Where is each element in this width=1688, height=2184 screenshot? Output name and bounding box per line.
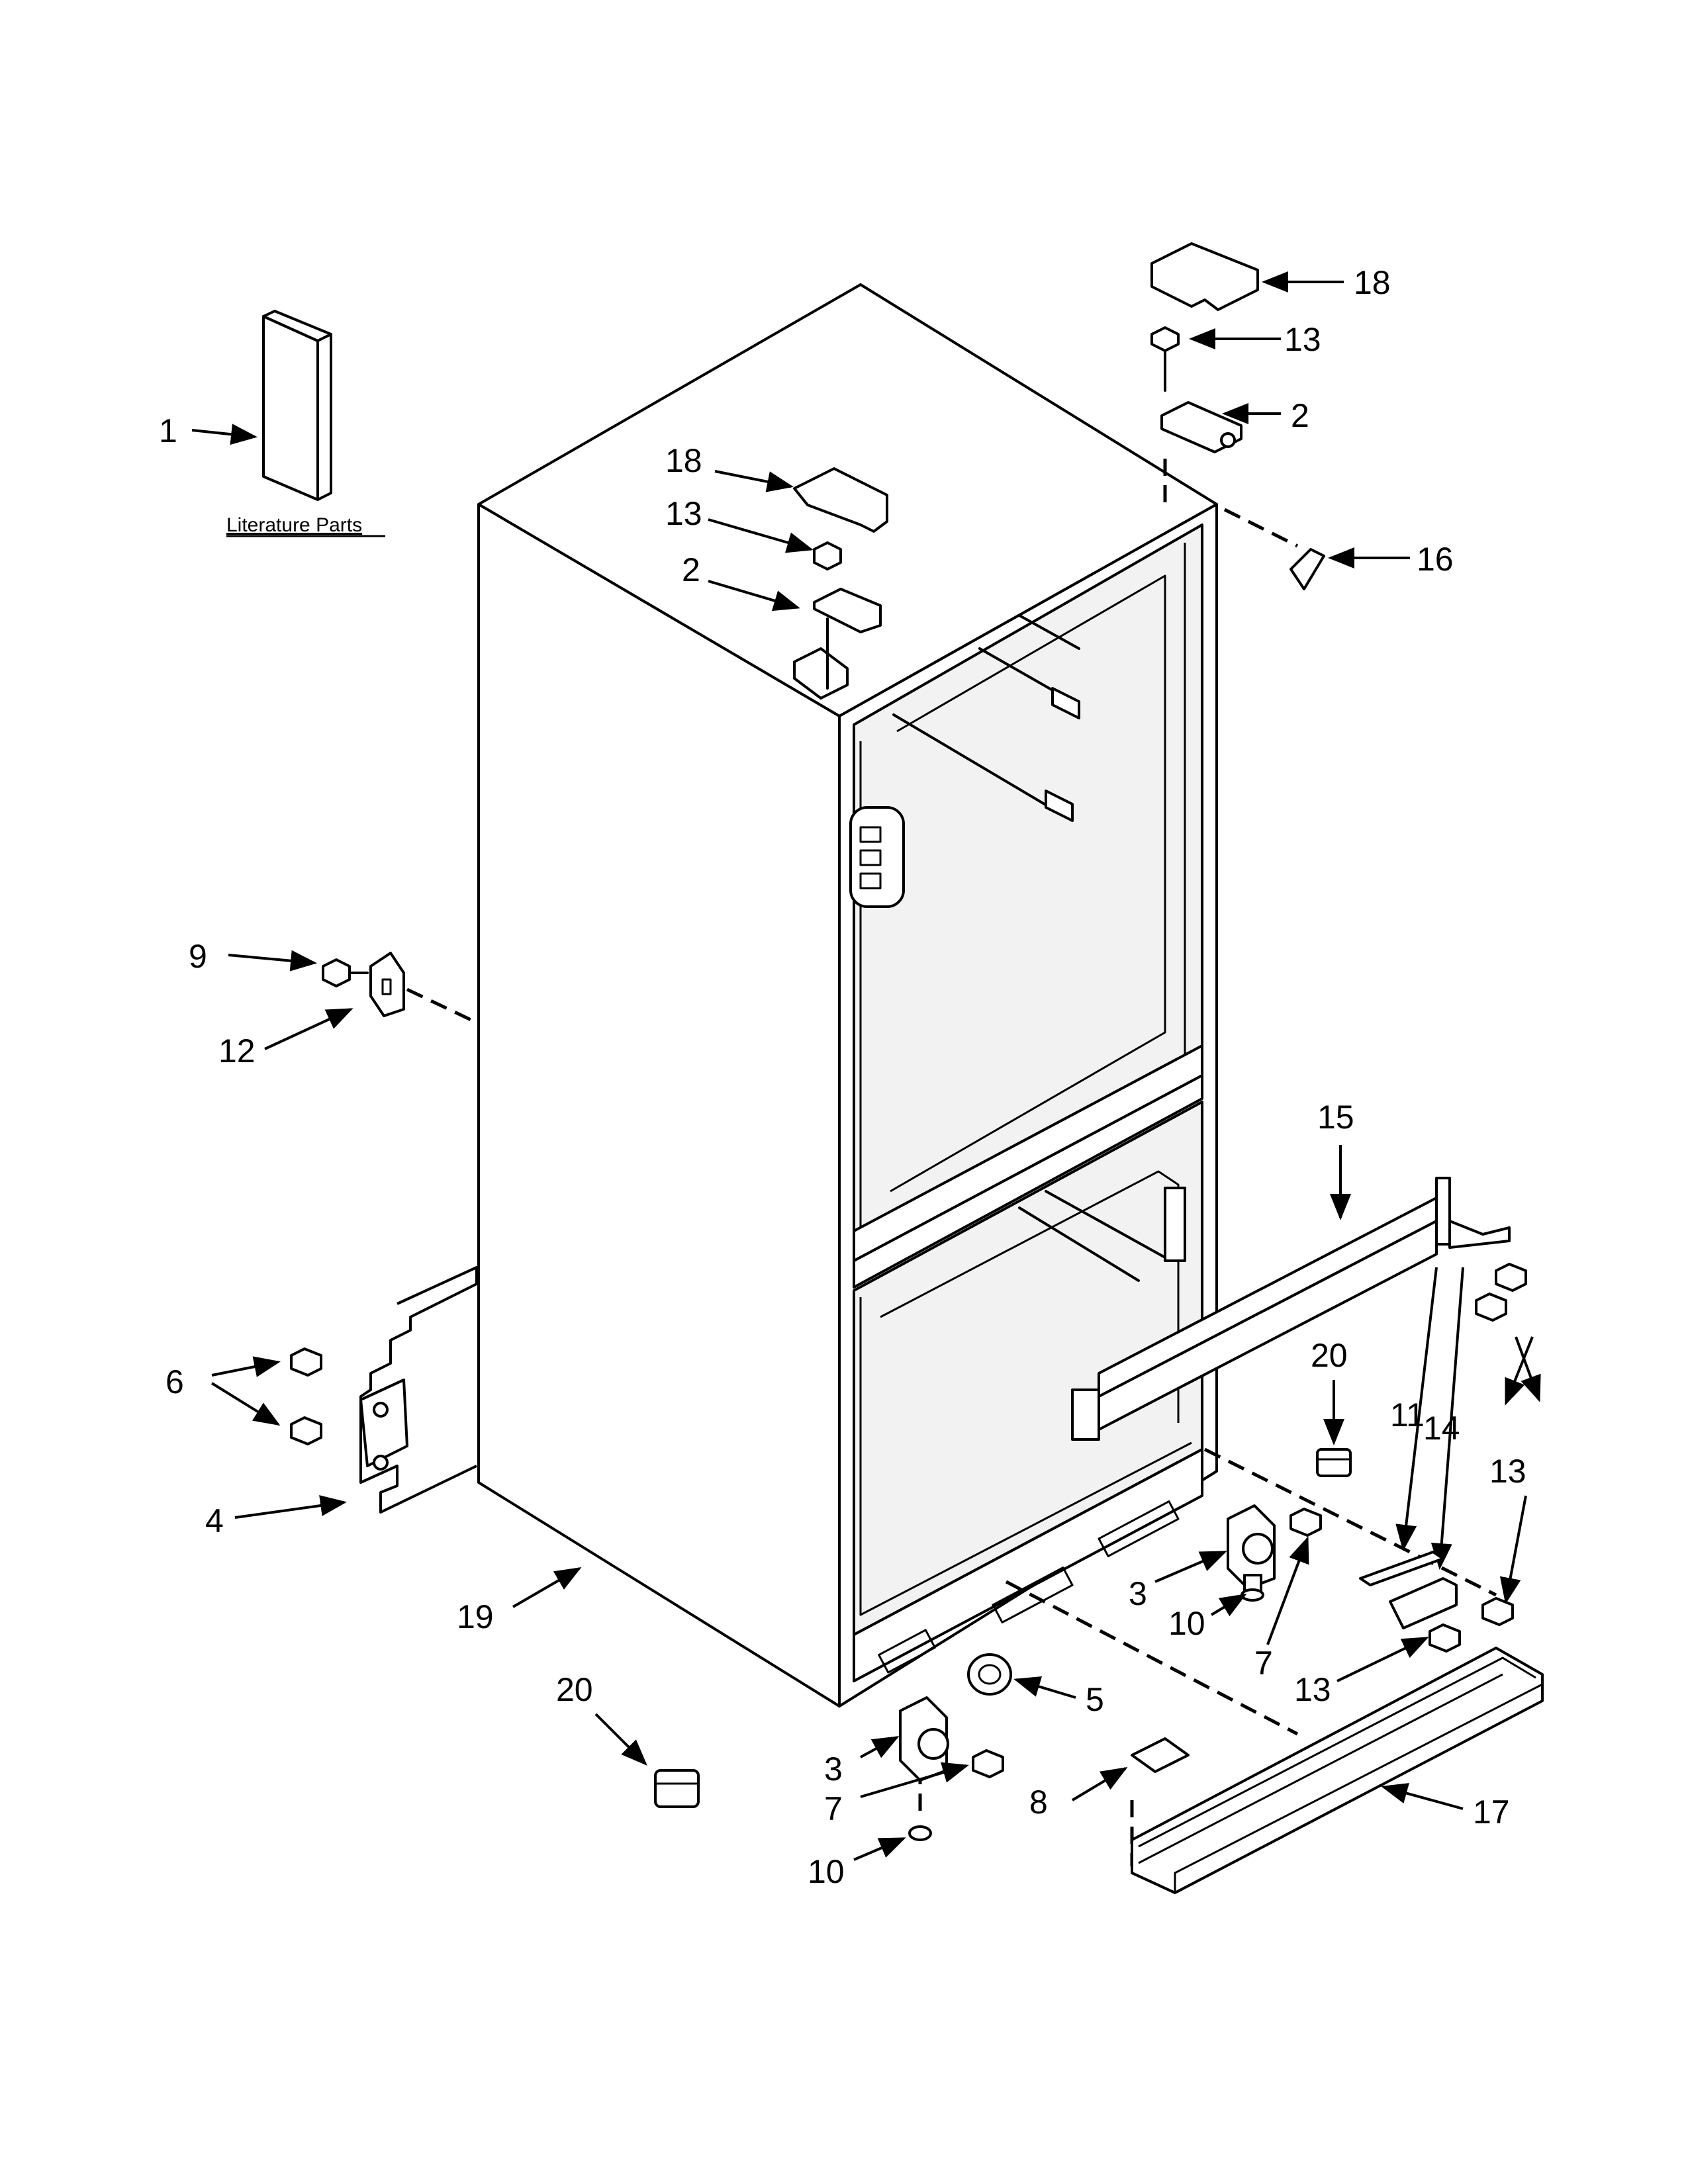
- hinge-screw-top-right: [1150, 326, 1180, 392]
- callout-1: 1: [159, 412, 177, 449]
- hinge-cover-right: [1150, 242, 1259, 311]
- hinge-top-right: [1160, 401, 1243, 453]
- callout-20-right: 20: [1311, 1337, 1348, 1374]
- plug-20-right: [1316, 1448, 1352, 1477]
- callout-13-lower: 13: [1294, 1671, 1331, 1708]
- callout-13-top-right: 13: [1284, 321, 1321, 358]
- callout-2-top-right: 2: [1291, 397, 1309, 434]
- bracket-14: [1389, 1577, 1458, 1629]
- screws-13-lower-right: [1429, 1597, 1514, 1653]
- callout-17: 17: [1473, 1794, 1510, 1831]
- literature-parts: [262, 310, 332, 501]
- grille-17: [1131, 1647, 1544, 1894]
- callout-3-left: 3: [824, 1751, 843, 1788]
- spacer-8: [1131, 1737, 1190, 1773]
- callout-5: 5: [1086, 1681, 1104, 1718]
- hinge-center: [813, 588, 882, 633]
- callout-10-left: 10: [808, 1853, 845, 1890]
- callout-9: 9: [189, 938, 207, 975]
- callout-11: 11: [1390, 1396, 1425, 1433]
- roller-assembly-right: [1227, 1504, 1276, 1602]
- callout-2-center: 2: [682, 551, 700, 588]
- screws-13-rail: [1475, 1263, 1527, 1322]
- callout-6: 6: [165, 1363, 184, 1400]
- hinge-cover-center: [793, 467, 888, 533]
- callout-3-right: 3: [1129, 1575, 1147, 1612]
- literature-parts-label: Literature Parts: [226, 514, 362, 536]
- callout-18-center: 18: [665, 442, 702, 479]
- callout-7-right: 7: [1254, 1645, 1273, 1682]
- callout-13-center: 13: [665, 495, 702, 532]
- callout-12: 12: [218, 1032, 256, 1069]
- rail-15: [1071, 1177, 1511, 1441]
- screw-7-right: [1289, 1508, 1322, 1537]
- plug-20-left: [654, 1769, 700, 1808]
- callout-4: 4: [205, 1502, 224, 1539]
- callout-14: 14: [1423, 1410, 1460, 1447]
- callout-16: 16: [1417, 541, 1454, 578]
- roller-assembly-left: [899, 1696, 949, 1841]
- door-closer-clip: [1289, 548, 1325, 590]
- bracket-11: [1359, 1551, 1444, 1586]
- side-bracket-4: [359, 1266, 478, 1514]
- callout-8: 8: [1029, 1784, 1048, 1821]
- callout-19: 19: [457, 1598, 494, 1635]
- callout-15: 15: [1317, 1099, 1354, 1136]
- callout-7-left: 7: [824, 1790, 843, 1827]
- callout-13-right: 13: [1489, 1453, 1526, 1490]
- screw-7-left: [972, 1749, 1004, 1778]
- hinge-screw-center: [813, 541, 842, 570]
- screw-9: [322, 958, 369, 987]
- callout-18-top-right: 18: [1354, 264, 1391, 301]
- caster-5: [967, 1653, 1012, 1696]
- bracket-12: [369, 952, 405, 1017]
- callout-20-left: 20: [556, 1671, 593, 1708]
- screws-6: [290, 1347, 322, 1445]
- callout-10-right: 10: [1168, 1605, 1205, 1642]
